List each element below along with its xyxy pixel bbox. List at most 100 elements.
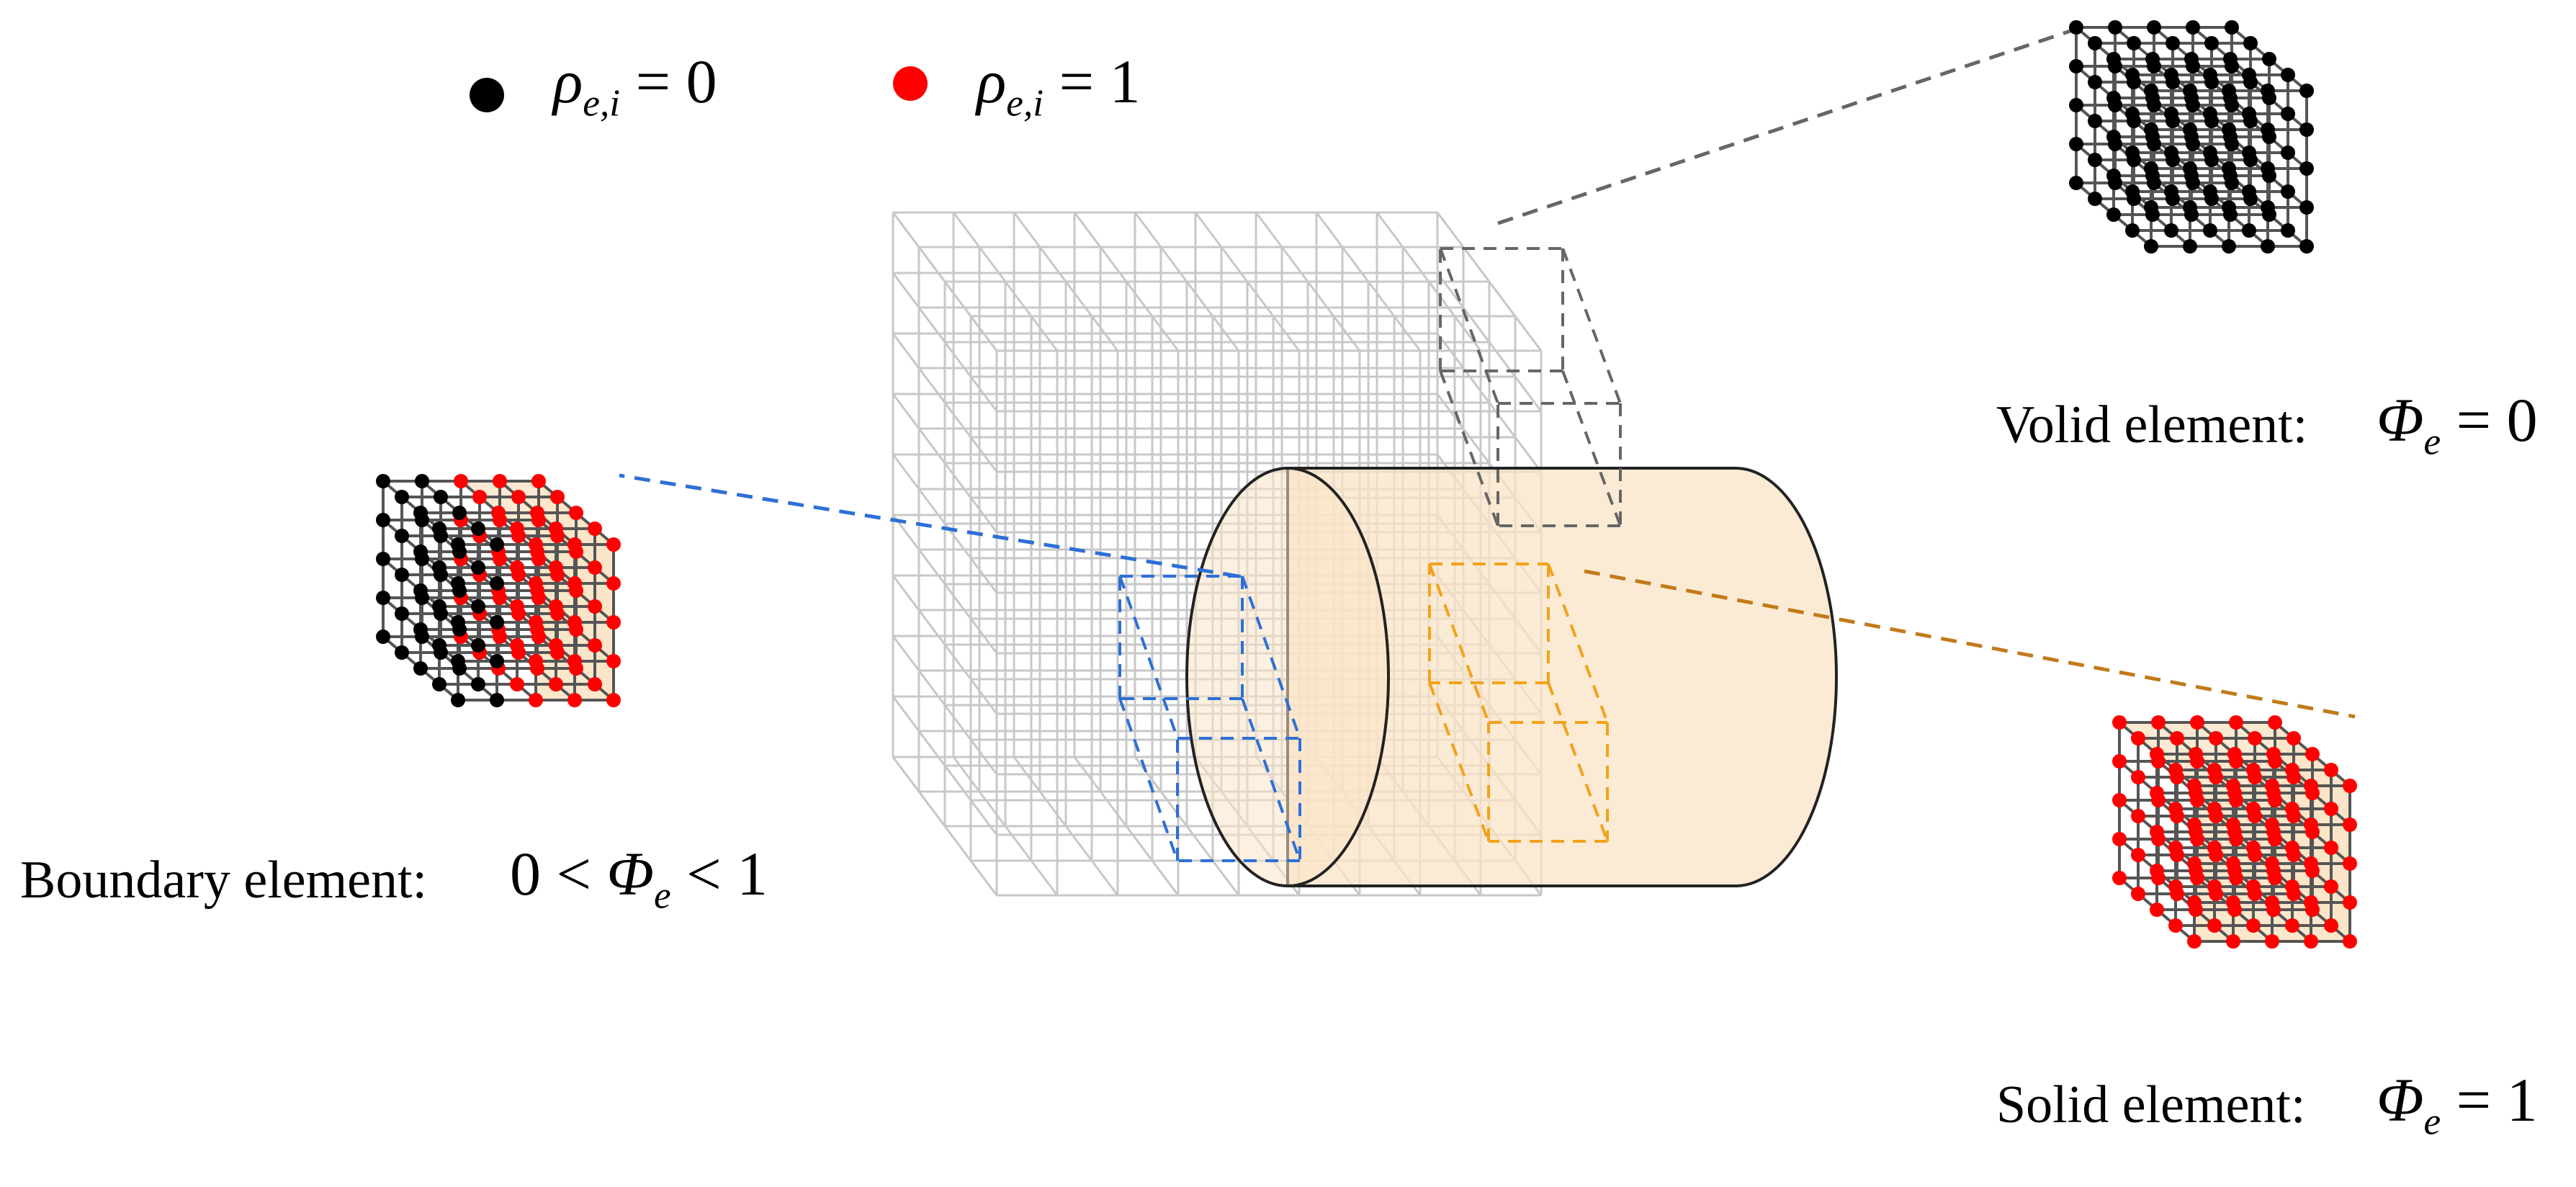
- lattice-node: [2261, 200, 2275, 215]
- lattice-node: [2242, 184, 2256, 199]
- boundary-element-outline-edge: [1241, 575, 1301, 739]
- lattice-node: [2227, 747, 2242, 761]
- lattice-node: [2069, 176, 2083, 190]
- boundary-element-outline-edge: [1241, 698, 1301, 861]
- cylinder-solid-domain: [1185, 467, 1838, 887]
- lattice-node: [490, 537, 504, 552]
- lattice-node: [2299, 122, 2314, 137]
- lattice-node: [451, 576, 465, 591]
- lattice-node: [2246, 802, 2261, 816]
- grid-line: [892, 454, 998, 594]
- legend-label-zero: ρe,i = 0: [553, 47, 717, 125]
- lattice-node: [530, 506, 544, 520]
- lattice-node: [529, 537, 543, 552]
- lattice-node: [2203, 145, 2217, 160]
- lattice-node: [471, 638, 485, 653]
- lattice-node: [395, 490, 409, 504]
- lattice-node: [471, 677, 485, 691]
- lattice-node: [549, 599, 563, 614]
- lattice-node: [2125, 223, 2140, 238]
- lattice-node: [2286, 731, 2301, 745]
- lattice-node: [376, 474, 390, 488]
- lattice-node: [2265, 934, 2279, 949]
- grid-line: [892, 272, 998, 412]
- lattice-node: [2183, 161, 2197, 176]
- lattice-node: [2168, 879, 2183, 894]
- lattice-node: [549, 638, 563, 653]
- lattice-node: [2222, 84, 2236, 98]
- lattice-node: [2222, 200, 2236, 215]
- lattice-node: [588, 638, 602, 653]
- lattice-node: [511, 490, 526, 504]
- lattice-node: [2088, 75, 2102, 89]
- lattice-node: [2203, 68, 2217, 82]
- lattice-node: [376, 630, 390, 644]
- lattice-node: [2229, 715, 2243, 730]
- lattice-node: [2170, 731, 2184, 745]
- lattice-node: [2108, 20, 2122, 35]
- lattice-node: [2145, 52, 2160, 66]
- lattice-node: [2246, 918, 2261, 933]
- lattice-node: [2112, 754, 2127, 769]
- lattice-node: [2226, 934, 2240, 949]
- lattice-node: [2226, 895, 2240, 910]
- lattice-node: [2324, 763, 2338, 777]
- grid-line: [1134, 756, 1240, 896]
- lattice-node: [2127, 36, 2141, 50]
- leader-lines: [619, 25, 2356, 719]
- solid-element-outline-edge: [1428, 682, 1490, 842]
- lattice-node: [2131, 731, 2145, 745]
- lattice-node: [451, 654, 465, 668]
- legend-label-one: ρe,i = 1: [977, 47, 1141, 125]
- lattice-node: [432, 560, 446, 575]
- lattice-node: [2203, 107, 2217, 121]
- lattice-node: [588, 677, 602, 691]
- lattice-node: [2305, 747, 2320, 761]
- lattice-node: [2209, 731, 2223, 745]
- lattice-node: [529, 693, 543, 707]
- grid-line: [1436, 272, 1543, 412]
- grid-line: [892, 514, 998, 654]
- lattice-node: [493, 474, 507, 488]
- lattice-node: [2222, 122, 2236, 137]
- lattice-node: [432, 599, 446, 614]
- lattice-node: [2343, 779, 2357, 793]
- grid-line: [892, 212, 998, 351]
- lattice-node: [549, 677, 563, 691]
- lattice-node: [2069, 137, 2083, 151]
- solid-element-caption: Solid element:: [1996, 1075, 2306, 1134]
- lattice-node: [588, 521, 602, 536]
- void-element-outline-edge: [1439, 370, 1499, 527]
- lattice-node: [606, 576, 621, 591]
- solid-leader-line: [1584, 569, 2356, 719]
- lattice-node: [567, 576, 582, 591]
- lattice-node: [2112, 715, 2127, 730]
- lattice-node: [451, 693, 465, 707]
- grid-line: [1194, 212, 1301, 351]
- lattice-node: [2164, 107, 2178, 121]
- lattice-node: [588, 599, 602, 614]
- lattice-node: [2164, 184, 2178, 199]
- lattice-node: [2190, 715, 2204, 730]
- lattice-node: [567, 693, 582, 707]
- lattice-node: [569, 506, 583, 520]
- boundary-element-outline-edge: [1118, 698, 1179, 861]
- lattice-node: [376, 552, 390, 566]
- lattice-node: [2168, 802, 2183, 816]
- lattice-node: [2268, 715, 2282, 730]
- grid-line: [1013, 756, 1119, 896]
- lattice-node: [2144, 200, 2158, 215]
- lattice-node: [2088, 36, 2102, 50]
- lattice-node: [529, 654, 543, 668]
- lattice-node: [471, 560, 485, 575]
- lattice-node: [2207, 802, 2222, 816]
- lattice-node: [395, 568, 409, 582]
- lattice-node: [2203, 184, 2217, 199]
- lattice-node: [2069, 98, 2083, 112]
- lattice-node: [2151, 715, 2166, 730]
- lattice-node: [2207, 841, 2222, 855]
- lattice-node: [2324, 841, 2338, 855]
- grid-line: [892, 575, 998, 715]
- lattice-node: [567, 615, 582, 630]
